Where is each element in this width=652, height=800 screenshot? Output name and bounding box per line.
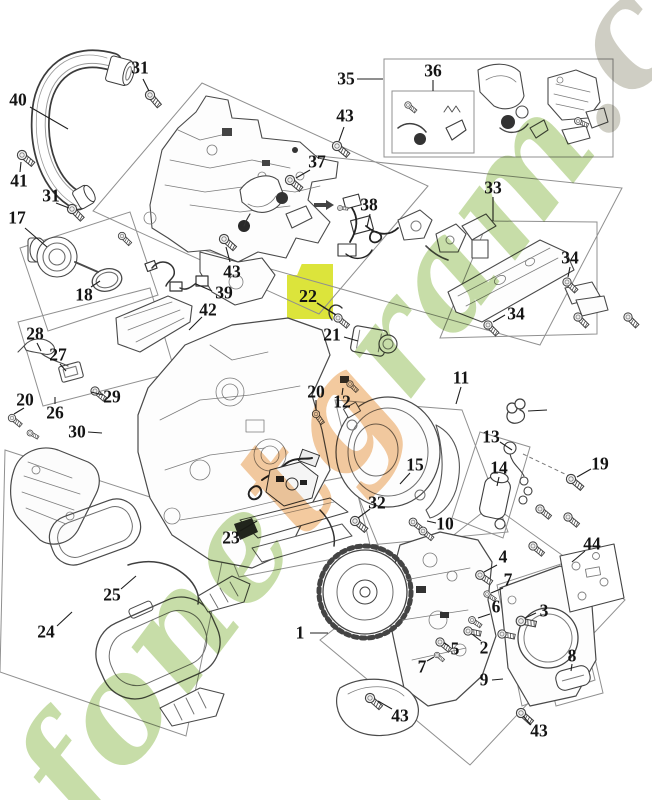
part-label-33[interactable]: 33 [484,177,502,198]
part-label-40[interactable]: 40 [9,89,27,110]
part-label-25[interactable]: 25 [103,584,121,605]
part-label-3[interactable]: 3 [539,600,549,621]
part-36-contents-drawing [397,105,467,145]
part-label-15[interactable]: 15 [406,454,424,475]
part-label-20[interactable]: 20 [16,389,34,410]
part-1-drawing [316,531,497,737]
part-label-20[interactable]: 20 [307,381,325,402]
part-label-34[interactable]: 34 [561,247,579,268]
part-drawings [10,55,625,737]
part-label-7[interactable]: 7 [417,656,427,677]
part-label-38[interactable]: 38 [360,194,378,215]
part-37-38-drawing [238,175,467,261]
group-box-17 [19,211,159,332]
part-label-21[interactable]: 21 [323,324,341,345]
part-label-2[interactable]: 2 [479,637,489,658]
part-label-37[interactable]: 37 [308,151,326,172]
part-label-24[interactable]: 24 [37,621,55,642]
part-21-drawing [328,304,398,357]
part-label-44[interactable]: 44 [583,533,601,554]
part-label-9[interactable]: 9 [479,669,489,690]
part-9-8-44-drawing [499,543,625,707]
part-label-10[interactable]: 10 [436,513,454,534]
part-label-35[interactable]: 35 [337,68,355,89]
part-12-drawing [340,376,349,383]
part-label-7[interactable]: 7 [503,569,513,590]
part-30-drawing [137,317,331,569]
part-label-5[interactable]: 5 [450,638,460,659]
part-33-drawing [447,213,609,323]
part-label-26[interactable]: 26 [46,402,64,423]
part-label-23[interactable]: 23 [222,527,240,548]
part-label-22-highlighted[interactable]: 22 [299,286,317,306]
part-23-drawing [234,448,353,563]
part-label-27[interactable]: 27 [49,344,67,365]
part-label-6[interactable]: 6 [491,596,501,617]
part-label-29[interactable]: 29 [103,386,121,407]
part-label-43[interactable]: 43 [391,705,409,726]
part-24-25-drawing [10,447,251,727]
part-label-34[interactable]: 34 [507,303,525,324]
group-box-35 [383,58,614,158]
part-label-13[interactable]: 13 [482,426,500,447]
part-label-32[interactable]: 32 [368,492,386,513]
part-label-43[interactable]: 43 [223,261,241,282]
part-label-41[interactable]: 41 [10,170,28,191]
part-40-handle-drawing [36,55,135,210]
part-label-43[interactable]: 43 [336,105,354,126]
dashed-reference-line [522,453,570,477]
part-label-43[interactable]: 43 [530,720,548,741]
part-label-19[interactable]: 19 [591,453,609,474]
part-label-42[interactable]: 42 [199,299,217,320]
part-label-31[interactable]: 31 [42,185,60,206]
part-label-1[interactable]: 1 [295,622,305,643]
part-35-contents-drawing [477,63,609,145]
part-label-11[interactable]: 11 [452,367,470,388]
part-label-39[interactable]: 39 [215,282,233,303]
part-label-14[interactable]: 14 [490,457,508,478]
part-label-31[interactable]: 31 [131,57,149,78]
part-label-4[interactable]: 4 [498,546,508,567]
part-label-18[interactable]: 18 [75,284,93,305]
part-elbow-drawing [506,398,526,424]
part-label-12[interactable]: 12 [333,391,351,412]
part-11-15-drawing [335,396,460,519]
part-label-36[interactable]: 36 [424,60,442,81]
part-42-drawing [115,295,193,353]
part-label-28[interactable]: 28 [26,323,44,344]
group-box-13 [451,431,531,539]
leader-lines [13,78,592,726]
part-label-17[interactable]: 17 [8,207,26,228]
part-label-30[interactable]: 30 [68,421,86,442]
part-39-drawing [144,259,209,292]
part-label-8[interactable]: 8 [567,645,577,666]
part-13-14-drawing [479,441,533,530]
